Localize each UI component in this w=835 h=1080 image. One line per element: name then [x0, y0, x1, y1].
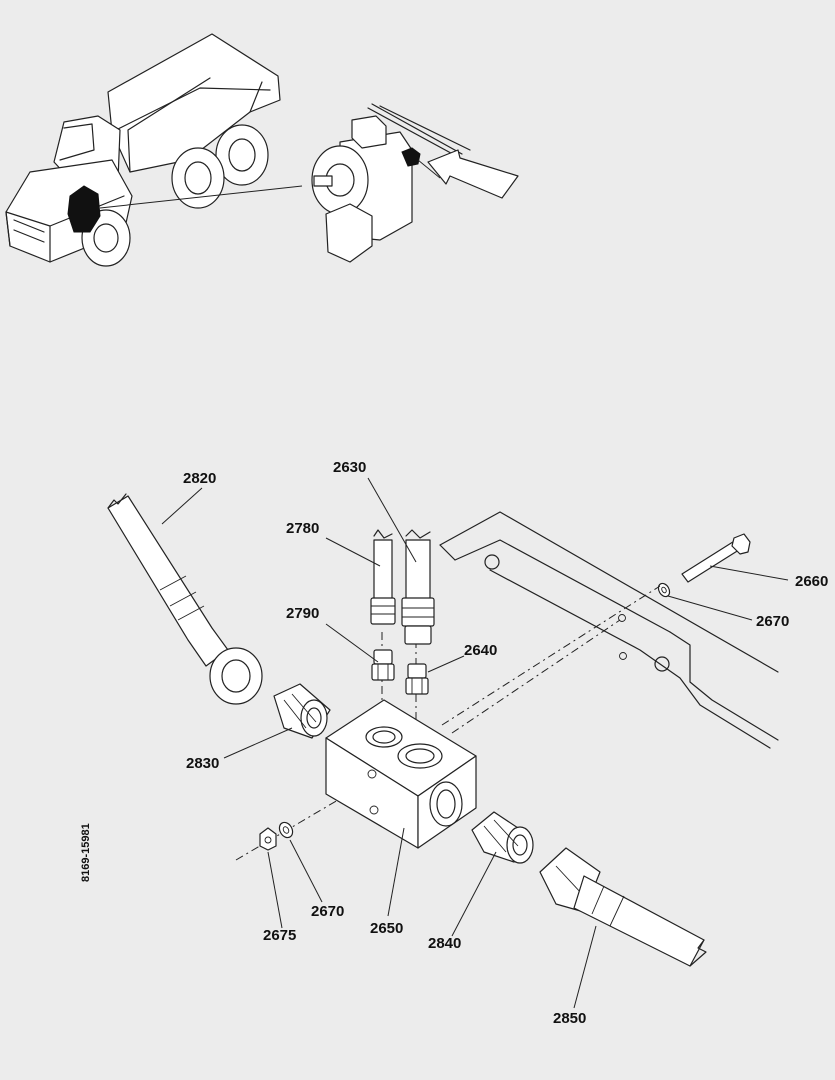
callout-2640: 2640 [464, 642, 498, 659]
callout-2670-bolt: 2670 [756, 613, 790, 630]
valve-block [325, 699, 477, 849]
callout-2830: 2830 [186, 755, 220, 772]
nut-and-washer [259, 821, 294, 851]
hose-left [107, 493, 263, 705]
callout-leaders [161, 477, 789, 1009]
fitting-right [471, 811, 534, 864]
callout-2630: 2630 [333, 459, 367, 476]
callout-2790: 2790 [286, 605, 320, 622]
callout-2675: 2675 [263, 927, 297, 944]
callout-2840: 2840 [428, 935, 462, 952]
adapters [371, 649, 429, 695]
callout-2660: 2660 [795, 573, 829, 590]
callout-2670-nut: 2670 [311, 903, 345, 920]
callout-2850: 2850 [553, 1010, 587, 1027]
detail-leader [99, 185, 303, 209]
frame-bracket [439, 511, 779, 749]
pilot-hoses [370, 529, 435, 645]
articulated-hauler-illustration [5, 33, 281, 267]
component-detail-illustration [311, 103, 519, 263]
callout-2650: 2650 [370, 920, 404, 937]
bolt-and-washer [657, 533, 751, 598]
callout-2780: 2780 [286, 520, 320, 537]
hose-right [539, 847, 707, 967]
document-number: 8169-15981 [80, 823, 92, 882]
callout-2820: 2820 [183, 470, 217, 487]
fitting-left [273, 683, 331, 739]
